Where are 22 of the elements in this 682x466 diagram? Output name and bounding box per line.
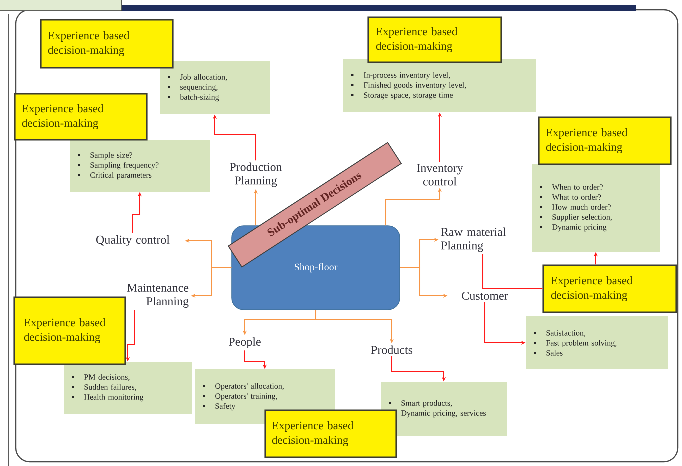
bullet-list-box: PM decisions, Sudden failures, Health monitoring bbox=[64, 362, 192, 414]
bullet-list-box: Job allocation, sequencing, batch-sizing bbox=[160, 62, 270, 114]
callout-box: Experience based decision-making bbox=[14, 93, 148, 141]
callout-box: Experience based decision-making bbox=[14, 296, 126, 366]
node-label: Products bbox=[371, 346, 413, 354]
node-label: Raw material Planning bbox=[441, 228, 506, 252]
bullet-list-box: When to order? What to order? How much order? Supplier selection, Dynamic pricing bbox=[532, 164, 660, 252]
callout-box: Experience based decision-making bbox=[40, 19, 174, 69]
bullet-list-box: Sample size? Sampling frequency? Critical parameters bbox=[70, 140, 210, 192]
callout-box: Experience based decision-making bbox=[264, 410, 398, 458]
bullet-list-box: In-process inventory level, Finished goods inventory level, Storage space, storage time bbox=[344, 60, 536, 112]
node-label: Production Planning bbox=[230, 162, 282, 188]
bullet-list-box: Satisfaction, Fast problem solving, Sales bbox=[526, 316, 668, 370]
node-label: Inventory control bbox=[417, 164, 464, 186]
node-label: Maintenance Planning bbox=[127, 284, 189, 308]
bullet-list-box: Smart products, Dynamic pricing, services bbox=[381, 382, 507, 436]
callout-box: Experience based decision-making bbox=[542, 264, 678, 314]
node-label: Customer bbox=[462, 292, 508, 300]
callout-box: Experience based decision-making bbox=[368, 16, 502, 64]
node-label: Quality control bbox=[96, 236, 170, 246]
node-label: People bbox=[229, 338, 261, 348]
callout-box: Experience based decision-making bbox=[538, 116, 672, 166]
